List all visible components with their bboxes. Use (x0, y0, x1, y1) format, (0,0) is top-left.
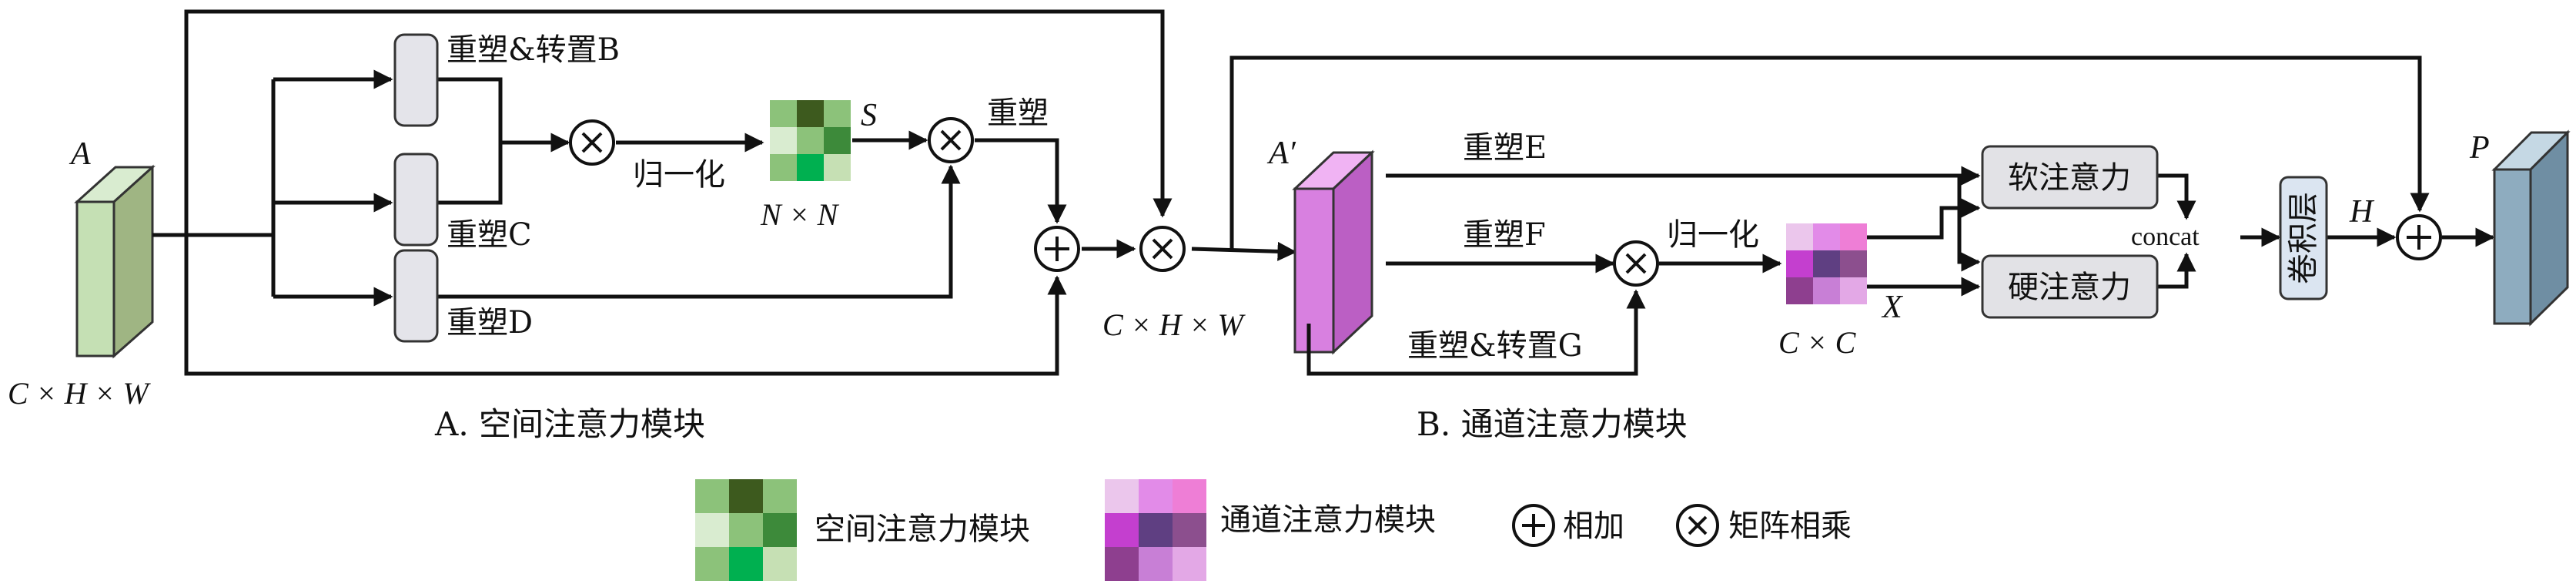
reshape-g-label: 重塑&转置G (1407, 328, 1583, 364)
channel-module-title: B. 通道注意力模块 (1417, 405, 1688, 443)
matmul-operator-2 (928, 117, 974, 163)
legend-channel-cell (1105, 547, 1139, 581)
add-operator-spatial (1034, 226, 1080, 272)
legend-spatial-cell (729, 479, 763, 513)
legend-channel-cell (1173, 479, 1206, 513)
input-name-label: A (69, 136, 91, 172)
spatial-map-cell (824, 154, 851, 181)
reshape-f-label: 重塑F (1463, 217, 1546, 253)
legend-channel-cell (1105, 479, 1139, 513)
channel-map-cell (1786, 223, 1813, 250)
legend-add-label: 相加 (1563, 508, 1624, 544)
spatial-output-name: A′ (1266, 136, 1296, 171)
legend-spatial-cell (763, 547, 797, 581)
legend-matmul-label: 矩阵相乘 (1728, 508, 1852, 544)
spatial-attention-map (770, 100, 851, 181)
reshape-b-box (393, 33, 439, 127)
hard-attention-box (1981, 254, 2159, 319)
channel-map-cell (1813, 250, 1840, 277)
channel-attention-name: X (1881, 290, 1904, 325)
output-name-label: P (2469, 130, 2490, 166)
spatial-map-cell (797, 154, 824, 181)
legend-channel-cell (1139, 513, 1173, 547)
legend-channel-cell (1139, 547, 1173, 581)
conv-layer-box (2279, 176, 2328, 300)
channel-map-cell (1813, 223, 1840, 250)
add-operator-final (2396, 214, 2442, 260)
spatial-attention-name: S (861, 98, 877, 133)
legend-channel-cell (1173, 547, 1206, 581)
legend-channel-cell (1173, 513, 1206, 547)
reshape-c-box (393, 153, 439, 247)
legend-spatial-swatch (695, 479, 797, 581)
channel-map-cell (1840, 250, 1867, 277)
multiply-operator-spatial (1139, 226, 1186, 272)
legend-channel-label: 通道注意力模块 (1220, 502, 1436, 538)
channel-attention-map (1786, 223, 1867, 304)
spatial-module-title: A. 空间注意力模块 (434, 405, 705, 443)
reshape-b-label: 重塑&转置B (447, 32, 620, 68)
output-feature-cube (2491, 129, 2571, 327)
legend-spatial-cell (729, 513, 763, 547)
spatial-map-cell (797, 127, 824, 154)
channel-map-cell (1786, 250, 1813, 277)
legend-matmul-icon (1676, 504, 1719, 547)
spatial-map-cell (770, 154, 797, 181)
conv-layer-label: 卷积层 (2286, 192, 2321, 284)
spatial-connectors (152, 9, 1297, 376)
legend-add-icon (1512, 504, 1555, 547)
channel-attention-size: C × C (1778, 325, 1857, 360)
matmul-operator-channel (1613, 240, 1659, 287)
hard-attention-label: 硬注意力 (2008, 270, 2131, 305)
legend-channel-swatch (1105, 479, 1206, 581)
reshape-c-label: 重塑C (447, 217, 532, 253)
legend-spatial-cell (763, 479, 797, 513)
soft-attention-label: 软注意力 (2008, 160, 2131, 196)
spatial-output-size: C × H × W (1102, 307, 1246, 342)
spatial-map-cell (824, 100, 851, 127)
reshape-d-box (393, 249, 439, 343)
channel-map-cell (1786, 277, 1813, 304)
spatial-map-cell (770, 127, 797, 154)
legend-spatial-cell (695, 479, 729, 513)
legend-spatial-cell (729, 547, 763, 581)
spatial-map-cell (797, 100, 824, 127)
channel-map-cell (1840, 277, 1867, 304)
legend-spatial-cell (695, 547, 729, 581)
spatial-normalize-label: 归一化 (633, 157, 725, 193)
legend-channel-cell (1139, 479, 1173, 513)
reshape-d-label: 重塑D (447, 305, 533, 341)
legend-spatial-label: 空间注意力模块 (815, 512, 1030, 547)
concat-label: concat (2131, 223, 2200, 251)
conv-output-label: H (2349, 194, 2375, 230)
spatial-attention-size: N × N (760, 197, 840, 232)
matmul-operator-1 (569, 119, 615, 166)
channel-normalize-label: 归一化 (1667, 217, 1759, 253)
legend-spatial-cell (695, 513, 729, 547)
spatial-output-cube (1292, 149, 1375, 355)
input-size-label: C × H × W (8, 376, 152, 411)
channel-map-cell (1813, 277, 1840, 304)
spatial-reshape-label: 重塑 (987, 96, 1049, 131)
channel-connectors (1229, 55, 2495, 376)
soft-attention-box (1981, 145, 2159, 210)
legend-channel-cell (1105, 513, 1139, 547)
channel-map-cell (1840, 223, 1867, 250)
spatial-map-cell (824, 127, 851, 154)
spatial-map-cell (770, 100, 797, 127)
input-feature-cube (74, 164, 156, 359)
legend-spatial-cell (763, 513, 797, 547)
reshape-e-label: 重塑E (1463, 130, 1547, 166)
